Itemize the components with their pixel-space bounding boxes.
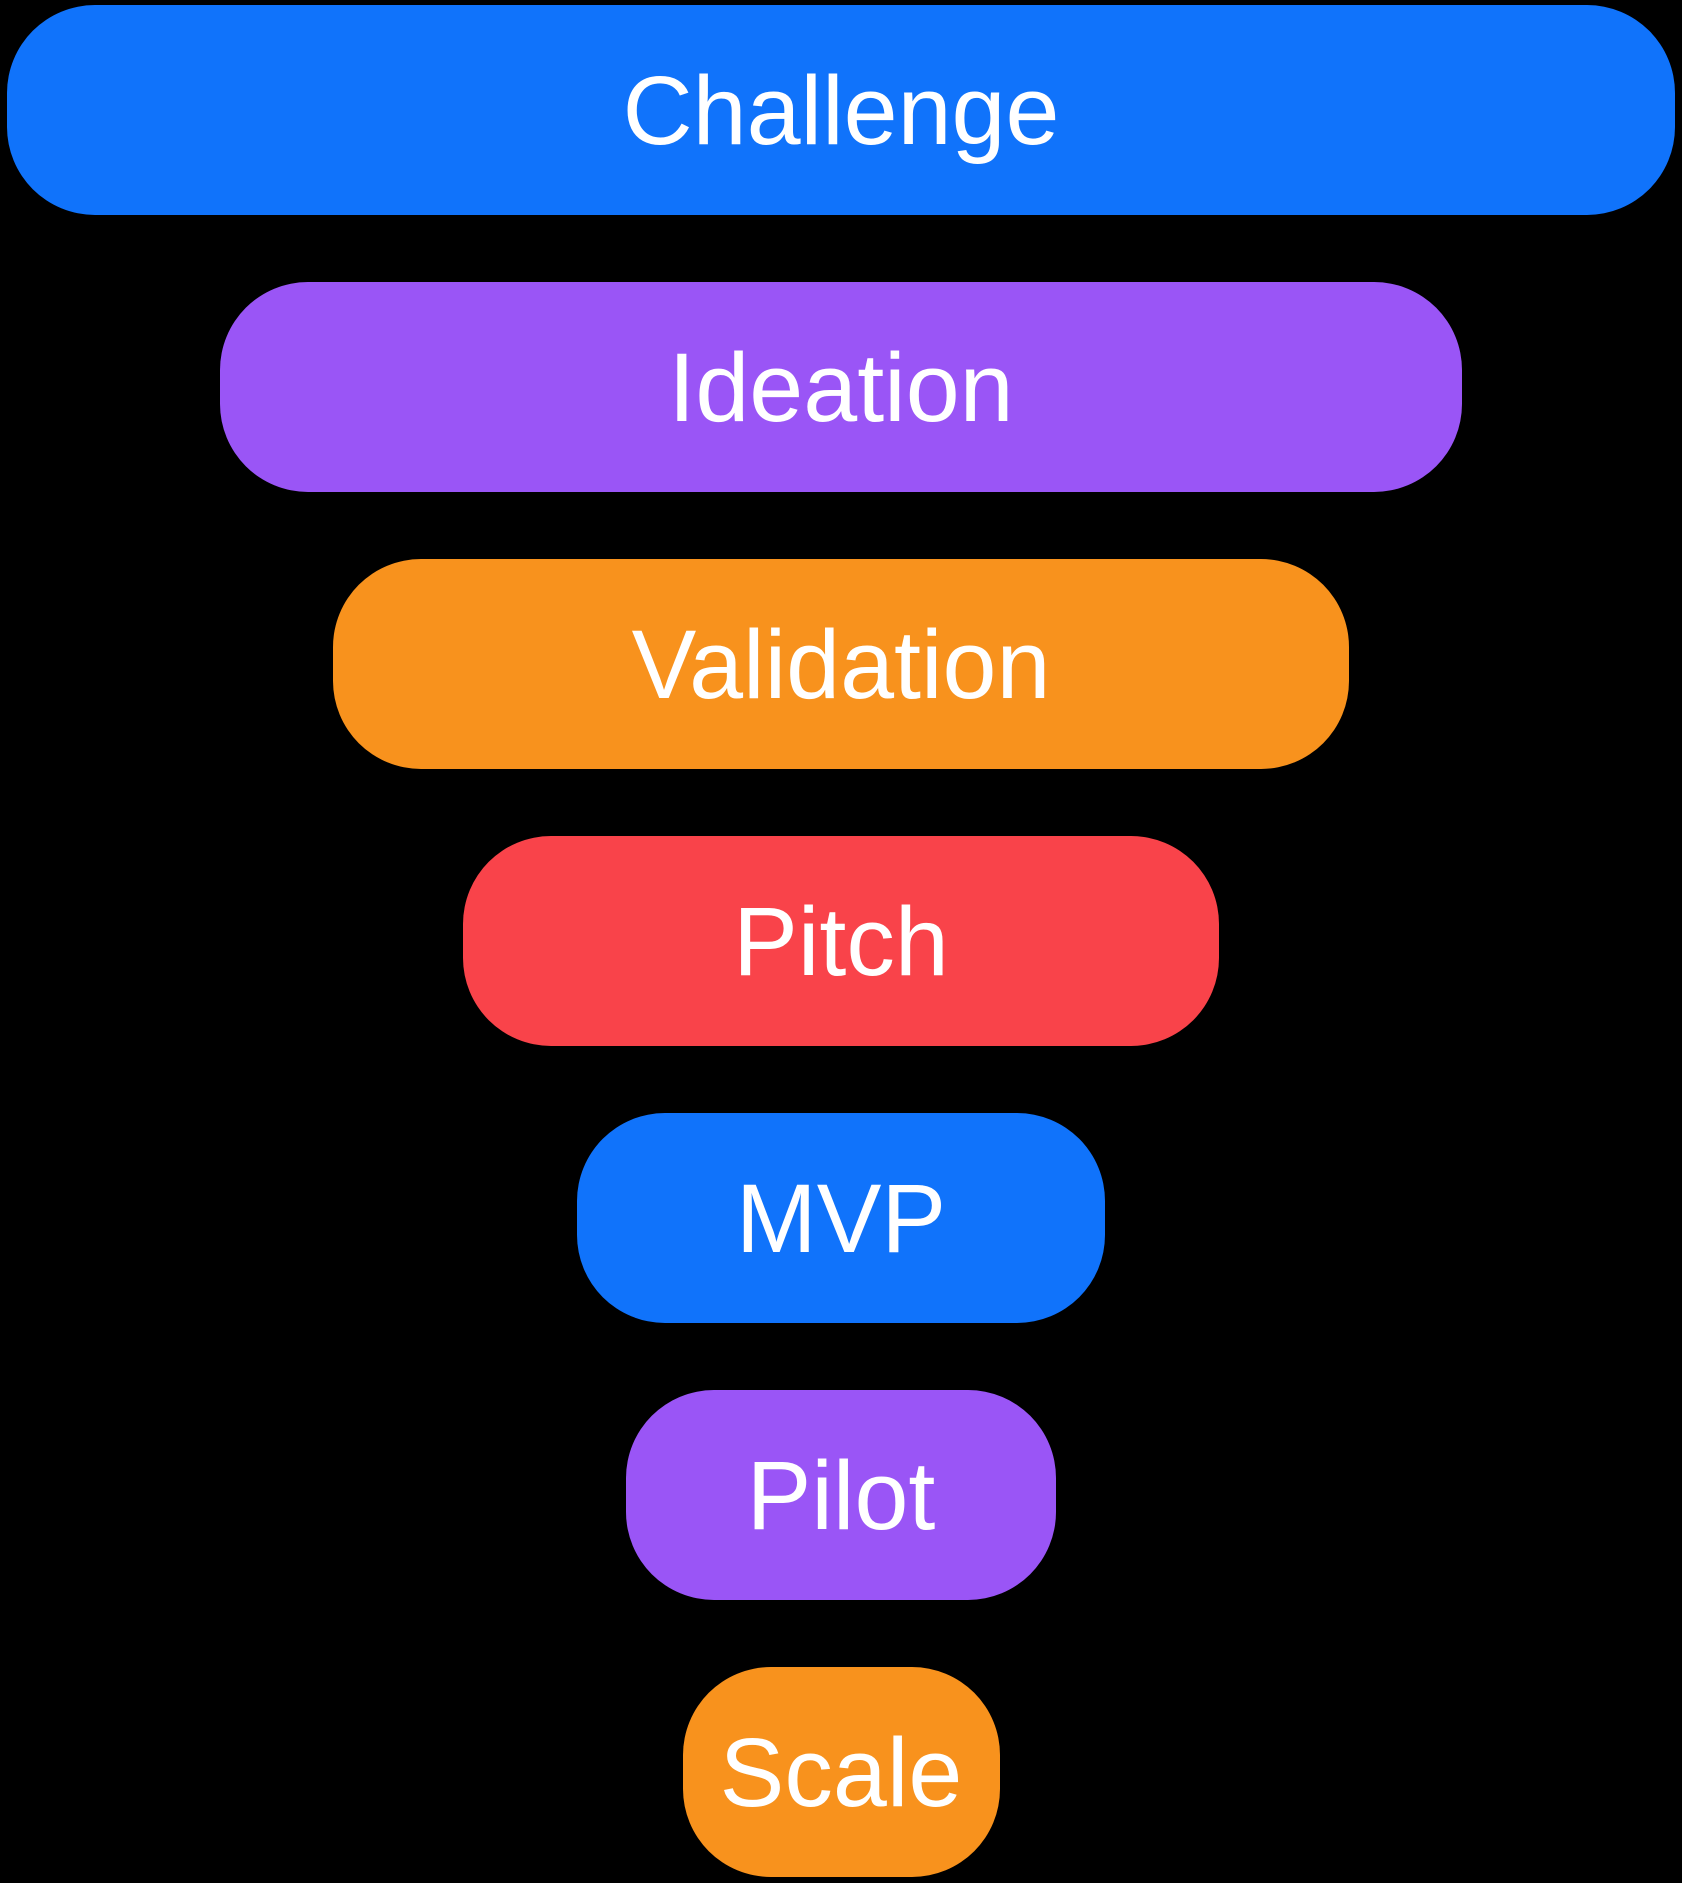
funnel-stage-validation: Validation [333,559,1349,769]
funnel-stage-label: Scale [719,1717,963,1827]
funnel-stage-label: Ideation [668,332,1014,442]
funnel-stage-label: Pilot [746,1440,936,1550]
funnel-stage-scale: Scale [682,1667,1000,1877]
funnel-stage-pilot: Pilot [626,1390,1056,1600]
funnel-stage-pitch: Pitch [463,836,1219,1046]
funnel-stage-label: Pitch [733,886,949,996]
funnel-stage-challenge: Challenge [7,5,1675,215]
funnel-stage-mvp: MVP [577,1113,1105,1323]
funnel-stage-label: MVP [735,1163,947,1273]
funnel-stage-ideation: Ideation [220,282,1462,492]
funnel-stage-label: Challenge [622,55,1060,165]
funnel-stage-label: Validation [631,609,1051,719]
